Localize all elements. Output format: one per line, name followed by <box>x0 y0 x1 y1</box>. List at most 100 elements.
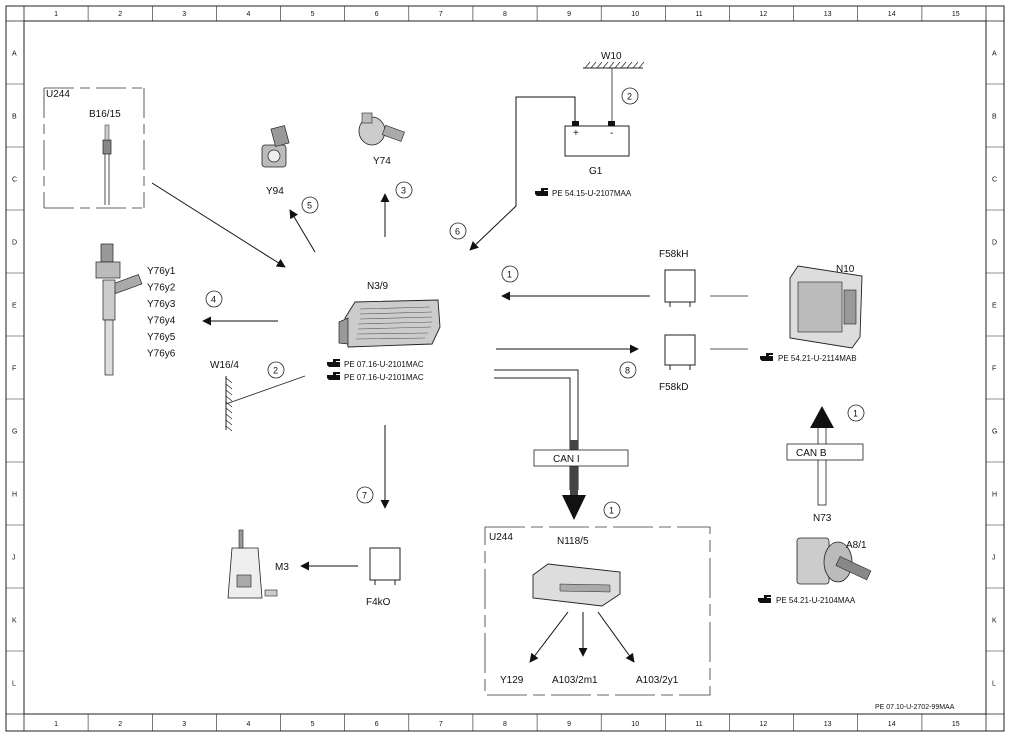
svg-text:8: 8 <box>625 366 630 376</box>
callout-6 <box>449 222 467 240</box>
y76-label: Y76y4 <box>147 316 176 327</box>
f4ko-label: F4kO <box>366 597 391 608</box>
column-label: 1 <box>54 721 58 728</box>
ground-line-w16-4 <box>225 375 306 405</box>
n73-ref[interactable]: PE 54.21-U-2104MAA <box>776 596 856 605</box>
row-label: A <box>12 51 17 58</box>
row-label: D <box>992 240 997 247</box>
g1-ref[interactable]: PE 54.15-U-2107MAA <box>552 189 632 198</box>
module-n10-icon <box>789 265 863 349</box>
svg-text:3: 3 <box>401 186 406 196</box>
row-label: H <box>12 492 17 499</box>
fuel-pump-m3-icon <box>227 529 278 599</box>
y74-valve-icon <box>358 112 405 146</box>
column-label: 3 <box>182 721 186 728</box>
column-label: 12 <box>760 721 768 728</box>
row-label: L <box>992 681 996 688</box>
column-label: 4 <box>247 11 251 18</box>
callout-7 <box>356 486 374 504</box>
row-label: K <box>12 618 17 625</box>
n3-9-label: N3/9 <box>367 281 389 292</box>
column-label: 4 <box>247 721 251 728</box>
row-label: B <box>12 114 17 121</box>
row-label: J <box>992 555 996 562</box>
row-label: F <box>12 366 16 373</box>
y76-label: Y76y1 <box>147 266 176 277</box>
callout-2-w16 <box>267 361 285 379</box>
column-label: 11 <box>695 721 702 728</box>
n3-9-ref-1[interactable]: PE 07.16-U-2101MAC <box>344 360 424 369</box>
arrow-to-y129 <box>529 611 569 663</box>
column-label: 13 <box>824 721 832 728</box>
column-label: 2 <box>118 721 122 728</box>
column-label: 6 <box>375 721 379 728</box>
y76-label: Y76y2 <box>147 283 176 294</box>
y129-label: Y129 <box>500 675 524 686</box>
column-label: 7 <box>439 721 443 728</box>
n10-ref[interactable]: PE 54.21-U-2114MAB <box>778 354 857 363</box>
callout-8 <box>619 361 637 379</box>
row-label: E <box>992 303 997 310</box>
column-label: 14 <box>888 11 896 18</box>
column-label: 9 <box>567 721 571 728</box>
w10-label: W10 <box>601 51 622 62</box>
column-label: 11 <box>695 11 702 18</box>
row-label: C <box>12 177 17 184</box>
a103-2m1-label: A103/2m1 <box>552 675 598 686</box>
fuel-pump-module-n118-5-icon <box>532 563 621 607</box>
relay-f4ko-icon <box>369 547 401 585</box>
svg-text:2: 2 <box>627 92 632 102</box>
row-label: H <box>992 492 997 499</box>
u244-sensor-box: U244 B16/15 <box>43 87 145 209</box>
callout-1-can-i <box>603 501 621 519</box>
can-i-bus: CAN I <box>494 369 629 520</box>
row-label: E <box>12 303 17 310</box>
can-b-label: CAN B <box>796 448 827 459</box>
ignition-switch-n73-icon <box>796 537 872 585</box>
column-label: 8 <box>503 11 507 18</box>
hand-pointer-icon <box>758 595 771 603</box>
m3-label: M3 <box>275 562 289 573</box>
n73-label: N73 <box>813 513 832 524</box>
n3-9-ref-2[interactable]: PE 07.16-U-2101MAC <box>344 373 424 382</box>
y76-label: Y76y6 <box>147 349 176 360</box>
hand-pointer-icon <box>327 372 340 380</box>
inner-frame <box>23 20 987 715</box>
battery-plus: + <box>573 128 579 139</box>
y74-label: Y74 <box>373 156 391 167</box>
row-label: K <box>992 618 997 625</box>
column-label: 6 <box>375 11 379 18</box>
column-label: 8 <box>503 721 507 728</box>
callout-2-w10 <box>621 87 639 105</box>
callout-5 <box>301 196 319 214</box>
hand-pointer-icon <box>327 359 340 367</box>
column-label: 2 <box>118 11 122 18</box>
column-label: 10 <box>631 11 639 18</box>
n118-5-label: N118/5 <box>557 536 589 547</box>
battery-g1-icon: + - <box>564 121 630 157</box>
u244-fuel-box: U244 N118/5 <box>484 526 711 696</box>
battery-minus: - <box>610 128 613 139</box>
w16-4-label: W16/4 <box>210 360 239 371</box>
svg-text:6: 6 <box>455 227 460 237</box>
row-label: G <box>992 429 997 436</box>
arrow-to-y94 <box>289 209 316 253</box>
column-label: 15 <box>952 721 960 728</box>
svg-text:1: 1 <box>609 506 614 516</box>
svg-text:1: 1 <box>507 270 512 280</box>
y94-valve-icon <box>261 125 290 168</box>
g1-label: G1 <box>589 166 603 177</box>
a8-1-label: A8/1 <box>846 540 867 551</box>
arrow-to-a103-2y1 <box>597 611 635 663</box>
svg-text:5: 5 <box>307 201 312 211</box>
injector-y76-icon <box>95 243 143 376</box>
b16-15-label: B16/15 <box>89 109 121 120</box>
column-label: 13 <box>824 11 832 18</box>
y76-label: Y76y5 <box>147 332 176 343</box>
row-label: A <box>992 51 997 58</box>
callout-4 <box>205 290 223 308</box>
callout-1-can-b <box>847 404 865 422</box>
